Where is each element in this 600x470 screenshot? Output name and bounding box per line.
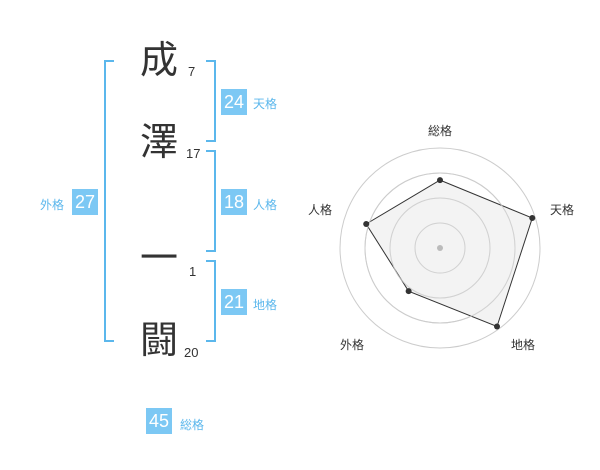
radar-point-1 — [529, 215, 536, 222]
gaikaku-bracket — [104, 60, 114, 342]
soukaku-value: 45 — [146, 408, 172, 434]
radar-axis-label-jinkaku: 人格 — [308, 203, 333, 217]
radar-axis-label-tenkaku: 天格 — [550, 203, 575, 217]
name-char-3: 一 — [140, 236, 179, 280]
tenkaku-bracket — [206, 60, 216, 142]
radar-ring-overlay — [414, 222, 466, 274]
jinkaku-value: 18 — [221, 189, 247, 215]
radar-point-4 — [363, 221, 370, 228]
name-char-4: 闘 — [140, 318, 179, 362]
tenkaku-value: 24 — [221, 89, 247, 115]
radar-point-0 — [437, 177, 443, 184]
stroke-count-1: 7 — [188, 64, 196, 79]
radar-point-3 — [405, 288, 412, 295]
name-char-1: 成 — [140, 38, 179, 82]
stroke-count-3: 1 — [189, 264, 197, 279]
radar-axis-label-chikaku: 地格 — [511, 338, 536, 352]
stroke-count-2: 17 — [186, 146, 201, 161]
chikaku-label: 地格 — [253, 298, 278, 312]
name-char-2: 澤 — [140, 120, 179, 164]
gaikaku-label: 外格 — [40, 198, 65, 212]
tenkaku-label: 天格 — [253, 97, 278, 111]
jinkaku-bracket — [206, 150, 216, 252]
radar-ring-overlay — [364, 172, 516, 324]
soukaku-label: 総格 — [180, 418, 205, 432]
chikaku-bracket — [206, 260, 216, 342]
radar-point-2 — [494, 323, 501, 330]
radar-axis-label-gaikaku: 外格 — [340, 338, 365, 352]
jinkaku-label: 人格 — [253, 198, 278, 212]
radar-series-polygon — [365, 179, 533, 328]
stroke-count-4: 20 — [184, 345, 199, 360]
chikaku-value: 21 — [221, 289, 247, 315]
radar-ring-overlay — [389, 197, 491, 299]
gaikaku-value: 27 — [72, 189, 98, 215]
radar-axis-label-soukaku: 総格 — [428, 124, 453, 138]
radar-center — [437, 245, 443, 251]
